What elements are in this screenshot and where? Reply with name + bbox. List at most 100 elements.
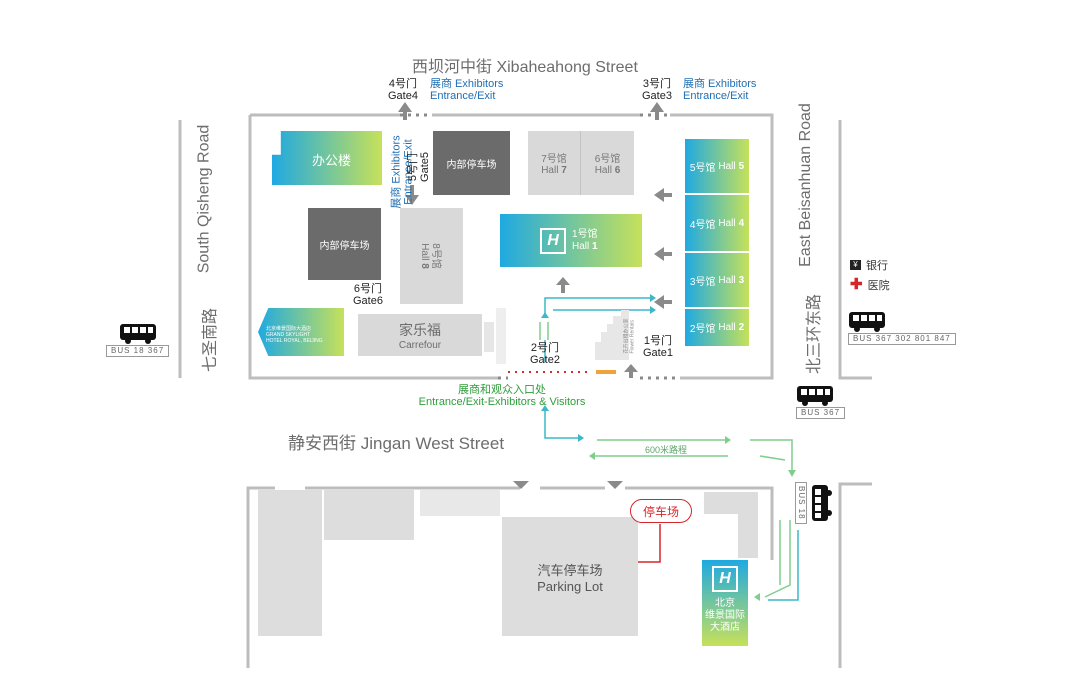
exhibitor-line1: 展商 Exhibitors	[390, 135, 403, 209]
hall1-en: Hall 1	[572, 241, 598, 252]
hospital-cross-icon: ✚	[850, 276, 863, 293]
hall2-en: Hall	[718, 322, 736, 333]
hall7-cn: 7号馆	[541, 154, 567, 165]
flower-rental-label: 花卉出租办公室 Flower Rentals	[624, 318, 636, 353]
hall7-en: Hall 7	[541, 165, 567, 176]
hall-6: 6号馆 Hall 6	[581, 131, 634, 195]
hotel-h-logo-text: H	[719, 570, 731, 587]
hall3-cn: 3号馆	[689, 276, 716, 288]
office-building: 办公楼	[272, 131, 382, 185]
hotel-h-logo-icon: H	[712, 566, 738, 592]
hall1-label: 1号馆 Hall 1	[572, 229, 598, 253]
bus-west-routes: BUS 18 367	[106, 345, 170, 357]
gate3-label: 3号门 Gate3	[642, 78, 672, 102]
exhibitor-line1: 展商 Exhibitors	[683, 78, 757, 90]
gate4-label: 4号门 Gate4	[388, 78, 418, 102]
hall1-cn: 1号馆	[572, 229, 598, 240]
bus-east-small-routes: BUS 367	[796, 407, 846, 419]
bus-south-routes: BUS 18	[795, 482, 807, 524]
gate3-cn: 3号门	[642, 78, 672, 90]
gate1-cn: 1号门	[643, 335, 673, 347]
office-label: 办公楼	[312, 153, 352, 168]
gate3-en: Gate3	[642, 90, 672, 102]
hall-7: 7号馆 Hall 7	[528, 131, 581, 195]
gate3-exhibitor-label: 展商 Exhibitors Entrance/Exit	[683, 78, 756, 102]
bus-icon	[812, 484, 832, 521]
small-hotel-en2: HOTEL ROYAL, BEIJING	[266, 338, 323, 344]
carrefour-building: 家乐福 Carrefour	[358, 314, 482, 356]
carrefour-en: Carrefour	[398, 339, 442, 351]
south-block-2	[324, 490, 414, 540]
parking-lot-cn: 汽车停车场	[537, 562, 603, 578]
h-logo-text: H	[547, 232, 559, 249]
hall-1: H 1号馆 Hall 1	[500, 214, 642, 267]
bank-icon: ¥	[850, 260, 861, 270]
main-entrance-label: 展商和观众入口处 Entrance/Exit-Exhibitors & Visi…	[416, 384, 588, 408]
gate6-en: Gate6	[353, 295, 383, 307]
south-block-1	[258, 490, 322, 636]
bus-east-routes: BUS 367 302 801 847	[848, 333, 956, 345]
gate1-label: 1号门 Gate1	[643, 335, 673, 359]
parking-tag: 停车场	[630, 499, 692, 523]
hotel-building: H 北京 维景国际 大酒店	[702, 560, 748, 646]
bus-icon	[849, 312, 885, 332]
bus-icon	[797, 386, 833, 406]
hall6-cn: 6号馆	[594, 154, 621, 165]
legend-hospital: ✚ 医院	[850, 277, 890, 293]
hall4-num: 4	[738, 217, 745, 229]
exhibitor-line2: Entrance/Exit	[430, 90, 496, 102]
gate4-en: Gate4	[388, 90, 418, 102]
small-hotel-building: 北京维景国际大酒店 GRAND SKYLIGHT HOTEL ROYAL, BE…	[258, 308, 344, 356]
gate5-en: Gate5	[418, 152, 431, 182]
walk-distance-label: 600米路程	[645, 445, 688, 455]
hospital-label: 医院	[867, 280, 890, 292]
carrefour-cn: 家乐福	[399, 321, 441, 338]
gate2-label: 2号门 Gate2	[530, 342, 560, 366]
bank-label: 银行	[866, 260, 888, 272]
flower-en: Flower Rentals	[629, 320, 636, 354]
exhibitor-line2: Entrance/Exit	[683, 90, 749, 102]
south-road-label: 静安西街 Jingan West Street	[288, 434, 505, 453]
gate5-cn: 5号门	[406, 152, 419, 182]
hall-8: 8号馆 Hall 8	[400, 208, 463, 304]
hall6-en: Hall 6	[594, 165, 621, 176]
hall2-cn: 2号馆	[689, 324, 716, 335]
hall3-en: Hall	[718, 274, 736, 286]
gate4-cn: 4号门	[388, 78, 418, 90]
entrance-en: Entrance/Exit-Exhibitors & Visitors	[418, 396, 586, 408]
hall5-cn: 5号馆	[689, 162, 716, 174]
flower-rental-building	[595, 310, 629, 360]
small-hotel-label: 北京维景国际大酒店 GRAND SKYLIGHT HOTEL ROYAL, BE…	[266, 326, 323, 344]
legend-bank: ¥ 银行	[850, 257, 888, 273]
h2-logo-icon: H	[540, 228, 566, 254]
hall4-en: Hall	[718, 217, 736, 229]
hall8-en: Hall 8	[418, 243, 430, 269]
gate1-en: Gate1	[643, 347, 673, 359]
entrance-cn: 展商和观众入口处	[458, 384, 546, 396]
gate2-en: Gate2	[530, 354, 560, 366]
hotel-label: 北京 维景国际 大酒店	[705, 598, 745, 633]
parking-lot-en: Parking Lot	[537, 578, 603, 594]
bus-icon	[119, 324, 156, 344]
exhibitor-line1: 展商 Exhibitors	[430, 78, 504, 90]
east-halls	[685, 139, 749, 346]
hall5-num: 5	[738, 160, 745, 172]
carrefour-annex	[484, 322, 494, 352]
gate6-cn: 6号门	[353, 283, 383, 295]
gate6-label: 6号门 Gate6	[353, 283, 383, 307]
hall8-cn: 8号馆	[429, 243, 441, 269]
small-hotel-cn: 北京维景国际大酒店	[266, 326, 312, 332]
small-hotel-en1: GRAND SKYLIGHT	[266, 332, 311, 338]
south-block-east-2	[738, 514, 758, 558]
carrefour-annex-2	[496, 308, 506, 364]
bus-stop-west: BUS 18 367	[106, 323, 170, 357]
gate4-exhibitor-label: 展商 Exhibitors Entrance/Exit	[430, 78, 503, 102]
bus-stop-east-small: BUS 367	[796, 385, 846, 419]
hall5-en: Hall	[718, 160, 736, 172]
south-block-east	[704, 492, 758, 514]
